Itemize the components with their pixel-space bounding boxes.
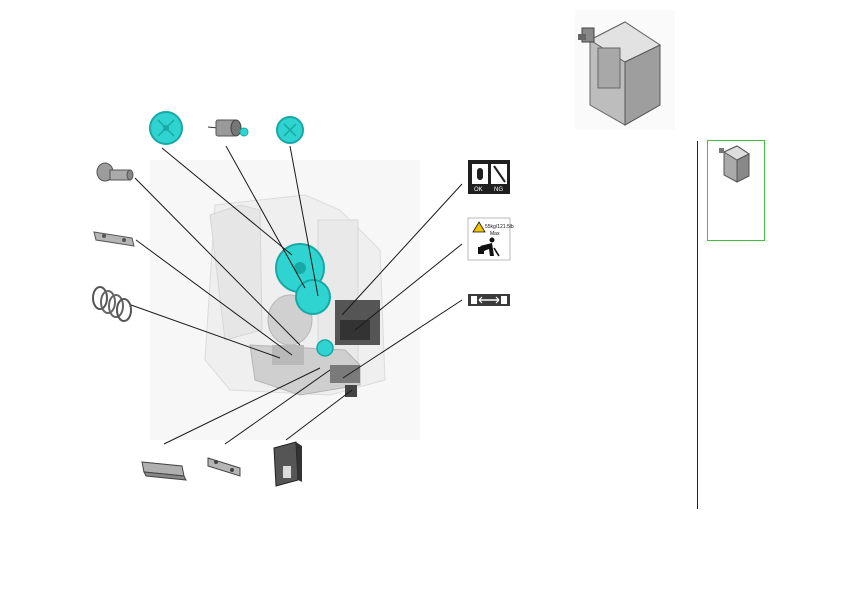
lock-arrow-label[interactable]: [468, 294, 510, 306]
wheel-small-part[interactable]: [276, 116, 304, 144]
weight-max-text: Max: [490, 231, 500, 237]
small-link-plate-part[interactable]: [207, 457, 241, 477]
weight-warning-label[interactable]: 55kg/121.5lb Max: [467, 217, 514, 261]
cover-block-part[interactable]: [273, 441, 302, 487]
coil-spring-part[interactable]: [92, 286, 132, 322]
thumbnail-3d-icon: [719, 145, 750, 183]
bolt-part[interactable]: [96, 162, 134, 182]
lifting-person-icon: [478, 237, 500, 257]
warning-triangle-icon: [472, 221, 486, 233]
ok-label-text: OK: [474, 187, 483, 193]
main-assembly: [150, 160, 420, 440]
bracket-plate-part[interactable]: [141, 461, 187, 481]
ok-ng-label[interactable]: OK NG: [468, 160, 510, 194]
ng-label-text: NG: [494, 187, 503, 193]
wheel-large-part[interactable]: [149, 111, 183, 145]
assembly-3d-view: [575, 10, 675, 130]
cylinder-actuator-part[interactable]: [207, 119, 249, 137]
flat-plate-part[interactable]: [93, 231, 135, 247]
leader-lines: [130, 145, 463, 445]
weight-text: 55kg/121.5lb: [485, 224, 514, 230]
